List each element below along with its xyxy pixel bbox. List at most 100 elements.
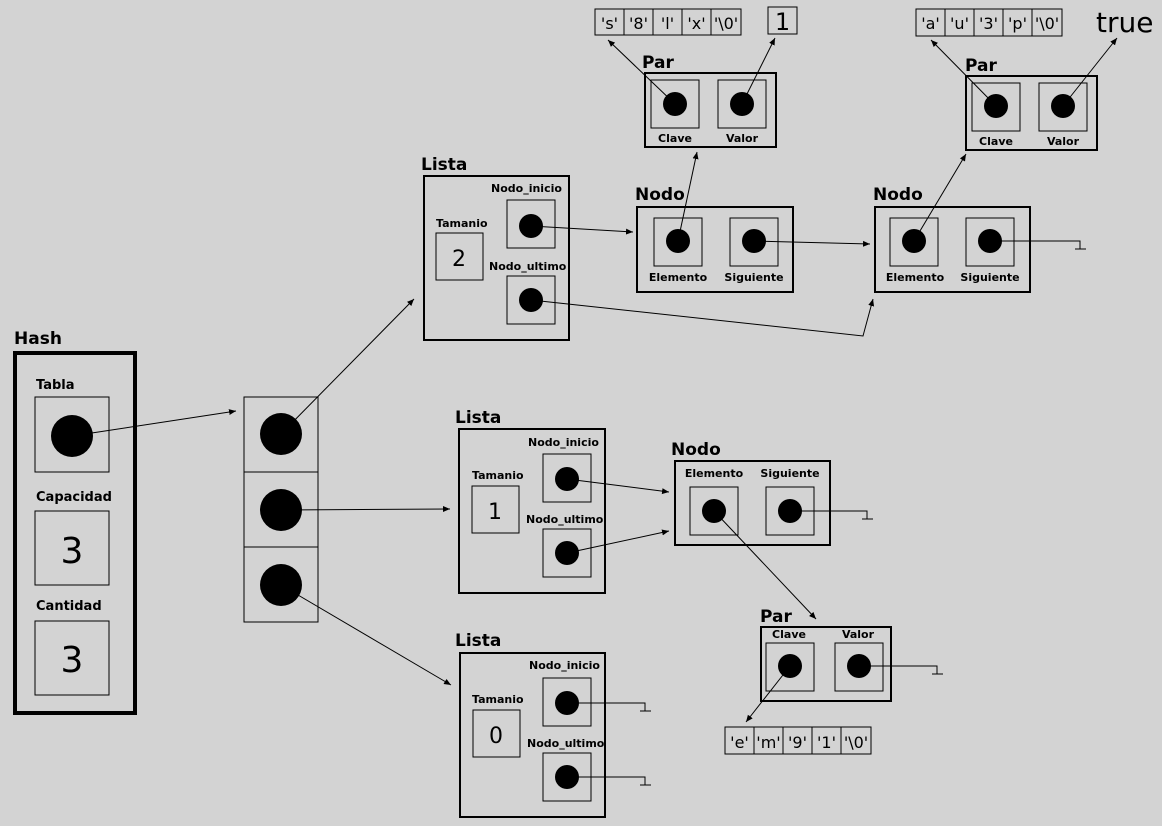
nodo-2: Nodo Elemento Siguiente [873, 185, 1031, 293]
clave-field [765, 642, 815, 692]
elemento-field [653, 217, 703, 267]
nodo-title: Nodo [671, 440, 721, 460]
table-slot [243, 546, 319, 623]
char-value: '\0' [844, 733, 868, 752]
nodo-box [674, 460, 831, 546]
char-value: 'a' [921, 14, 940, 33]
nodo-title: Nodo [635, 185, 685, 205]
hash-box [13, 351, 137, 715]
par-box [965, 75, 1098, 151]
nodo-inicio-label: Nodo_inicio [528, 436, 599, 449]
tamanio-value: 1 [488, 500, 502, 525]
par-box [644, 72, 777, 148]
arrow-elemento-to-par1 [677, 151, 699, 242]
null-icon [567, 776, 651, 786]
tabla-label: Tabla [36, 378, 75, 393]
par-title: Par [965, 56, 997, 76]
lista-title: Lista [421, 155, 467, 175]
nodo-ultimo-label: Nodo_ultimo [527, 737, 605, 750]
tamanio-label: Tamanio [436, 217, 488, 230]
char-value: '9' [788, 733, 807, 752]
cantidad-value: 3 [61, 640, 84, 681]
lista-3: Lista Nodo_inicio Tamanio 0 Nodo_ultimo [455, 631, 606, 818]
arrow-tabla-to-array [71, 409, 237, 437]
valor-field [834, 642, 884, 692]
char-value: '1' [817, 733, 836, 752]
nodo-box [636, 206, 794, 293]
nodo-ultimo-field [506, 275, 556, 325]
valor-label: Valor [726, 132, 759, 145]
siguiente-label: Siguiente [760, 467, 819, 480]
cantidad-label: Cantidad [36, 599, 102, 614]
cantidad-field [34, 620, 110, 696]
nodo-1: Nodo Elemento Siguiente [635, 185, 794, 293]
arrow-clave-to-string2 [930, 39, 997, 107]
nodo-inicio-field [542, 677, 592, 727]
null-icon [990, 240, 1086, 250]
nodo-inicio-label: Nodo_inicio [491, 182, 562, 195]
nodo-ultimo-field [542, 528, 592, 578]
tamanio-field [435, 232, 484, 281]
string-array-3: 'e' 'm' '9' '1' '\0' [724, 726, 872, 755]
null-icon [567, 702, 651, 712]
null-pointers [567, 240, 1086, 786]
arrow-clave-to-string1 [607, 39, 676, 105]
par-title: Par [760, 607, 792, 627]
value-1: 1 [767, 6, 798, 36]
nodo-ultimo-label: Nodo_ultimo [489, 260, 567, 273]
char-cell [1031, 8, 1063, 37]
char-value: 's' [601, 14, 618, 33]
nodo-inicio-label: Nodo_inicio [529, 659, 600, 672]
arrow-valor-to-value1 [741, 37, 776, 105]
hash-struct: Hash Tabla Capacidad 3 Cantidad 3 [13, 329, 137, 715]
char-value: '\0' [714, 14, 738, 33]
clave-label: Clave [979, 135, 1013, 148]
tamanio-value: 2 [452, 247, 466, 272]
char-value: '\0' [1035, 14, 1059, 33]
value-cell [767, 6, 798, 35]
elemento-label: Elemento [685, 467, 744, 480]
par-1: Par Clave Valor [642, 53, 777, 148]
clave-label: Clave [772, 628, 806, 641]
tamanio-field [472, 709, 521, 758]
lista-title: Lista [455, 631, 501, 651]
lista-box [423, 175, 570, 341]
nodo-title: Nodo [873, 185, 923, 205]
nodo-inicio-field [506, 199, 556, 249]
char-value: '8' [629, 14, 648, 33]
arrow-valor-to-value2 [1062, 37, 1118, 107]
arrow-ultimo-to-nodo3 [566, 529, 670, 554]
capacidad-field [34, 510, 110, 586]
lista-box [458, 428, 606, 594]
arrow-slot2-to-lista3 [280, 584, 452, 686]
lista-2: Lista Nodo_inicio Tamanio 1 Nodo_ultimo [455, 408, 606, 594]
char-value: 'm' [756, 733, 780, 752]
valor-label: Valor [842, 628, 875, 641]
valor-label: Valor [1047, 135, 1080, 148]
par-box [760, 626, 892, 702]
elemento-field [689, 486, 739, 536]
arrow-elemento-to-par2 [913, 153, 967, 242]
clave-label: Clave [658, 132, 692, 145]
string-array-2: 'a' 'u' '3' 'p' '\0' [915, 8, 1063, 37]
tamanio-field [471, 485, 520, 534]
clave-field [650, 79, 700, 129]
char-cell [710, 8, 742, 36]
nodo-inicio-field [542, 453, 592, 503]
arrow-inicio-to-nodo1 [530, 225, 634, 235]
par-2: Par Clave Valor [965, 56, 1098, 151]
pointer-arrows [71, 37, 1118, 723]
arrow-clave-to-string3 [745, 665, 791, 723]
tabla-field [34, 396, 110, 473]
lista-box [459, 652, 606, 818]
value-2-text: true [1096, 6, 1153, 39]
valor-field [717, 79, 767, 129]
elemento-label: Elemento [886, 271, 945, 284]
siguiente-field [965, 217, 1015, 267]
siguiente-label: Siguiente [960, 271, 1019, 284]
clave-field [971, 82, 1021, 132]
nodo-3: Nodo Elemento Siguiente [671, 440, 831, 546]
elemento-field [889, 217, 939, 267]
lista-title: Lista [455, 408, 501, 428]
par-3: Par Clave Valor [760, 607, 892, 702]
